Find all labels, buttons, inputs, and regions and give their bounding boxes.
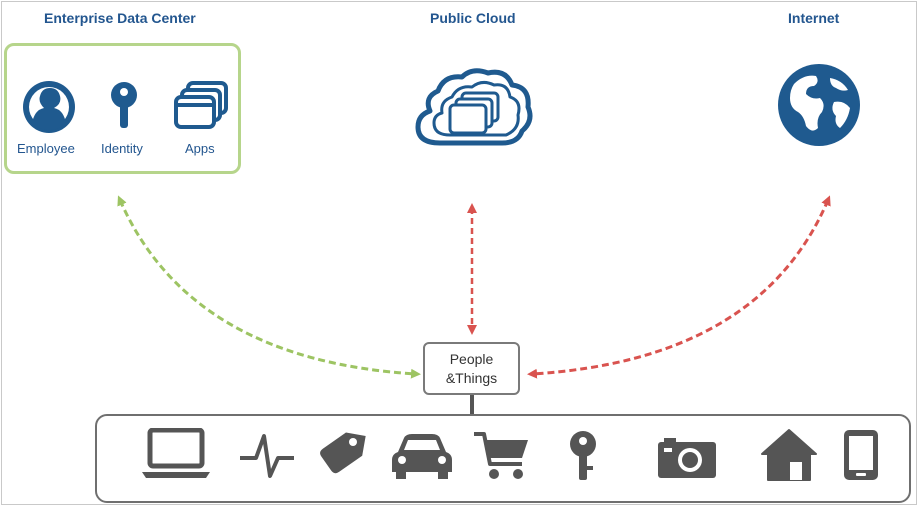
camera-icon [656, 436, 718, 480]
phone-icon [842, 428, 880, 482]
people-things-node: People &Things [423, 342, 520, 395]
apps-icon [174, 80, 230, 132]
cloud-icon [410, 65, 536, 151]
globe-icon [776, 62, 862, 148]
devices-bar [95, 414, 911, 503]
pulse-icon [238, 430, 296, 480]
cloud-title: Public Cloud [430, 10, 516, 26]
hub-line1: People [449, 351, 494, 367]
key-device-icon [566, 430, 600, 482]
employee-label: Employee [17, 141, 75, 156]
home-icon [760, 428, 818, 482]
cart-icon [472, 430, 532, 482]
enterprise-box [4, 43, 241, 174]
identity-label: Identity [101, 141, 143, 156]
hub-line2: &Things [445, 370, 498, 386]
laptop-icon [140, 428, 212, 480]
person-icon [20, 78, 78, 136]
internet-arrow [527, 195, 831, 379]
key-icon [106, 80, 142, 132]
tag-icon [316, 430, 366, 480]
car-icon [390, 432, 454, 480]
internet-title: Internet [788, 10, 840, 26]
apps-label: Apps [185, 141, 215, 156]
enterprise-title: Enterprise Data Center [44, 10, 196, 26]
enterprise-arrow [117, 195, 421, 379]
